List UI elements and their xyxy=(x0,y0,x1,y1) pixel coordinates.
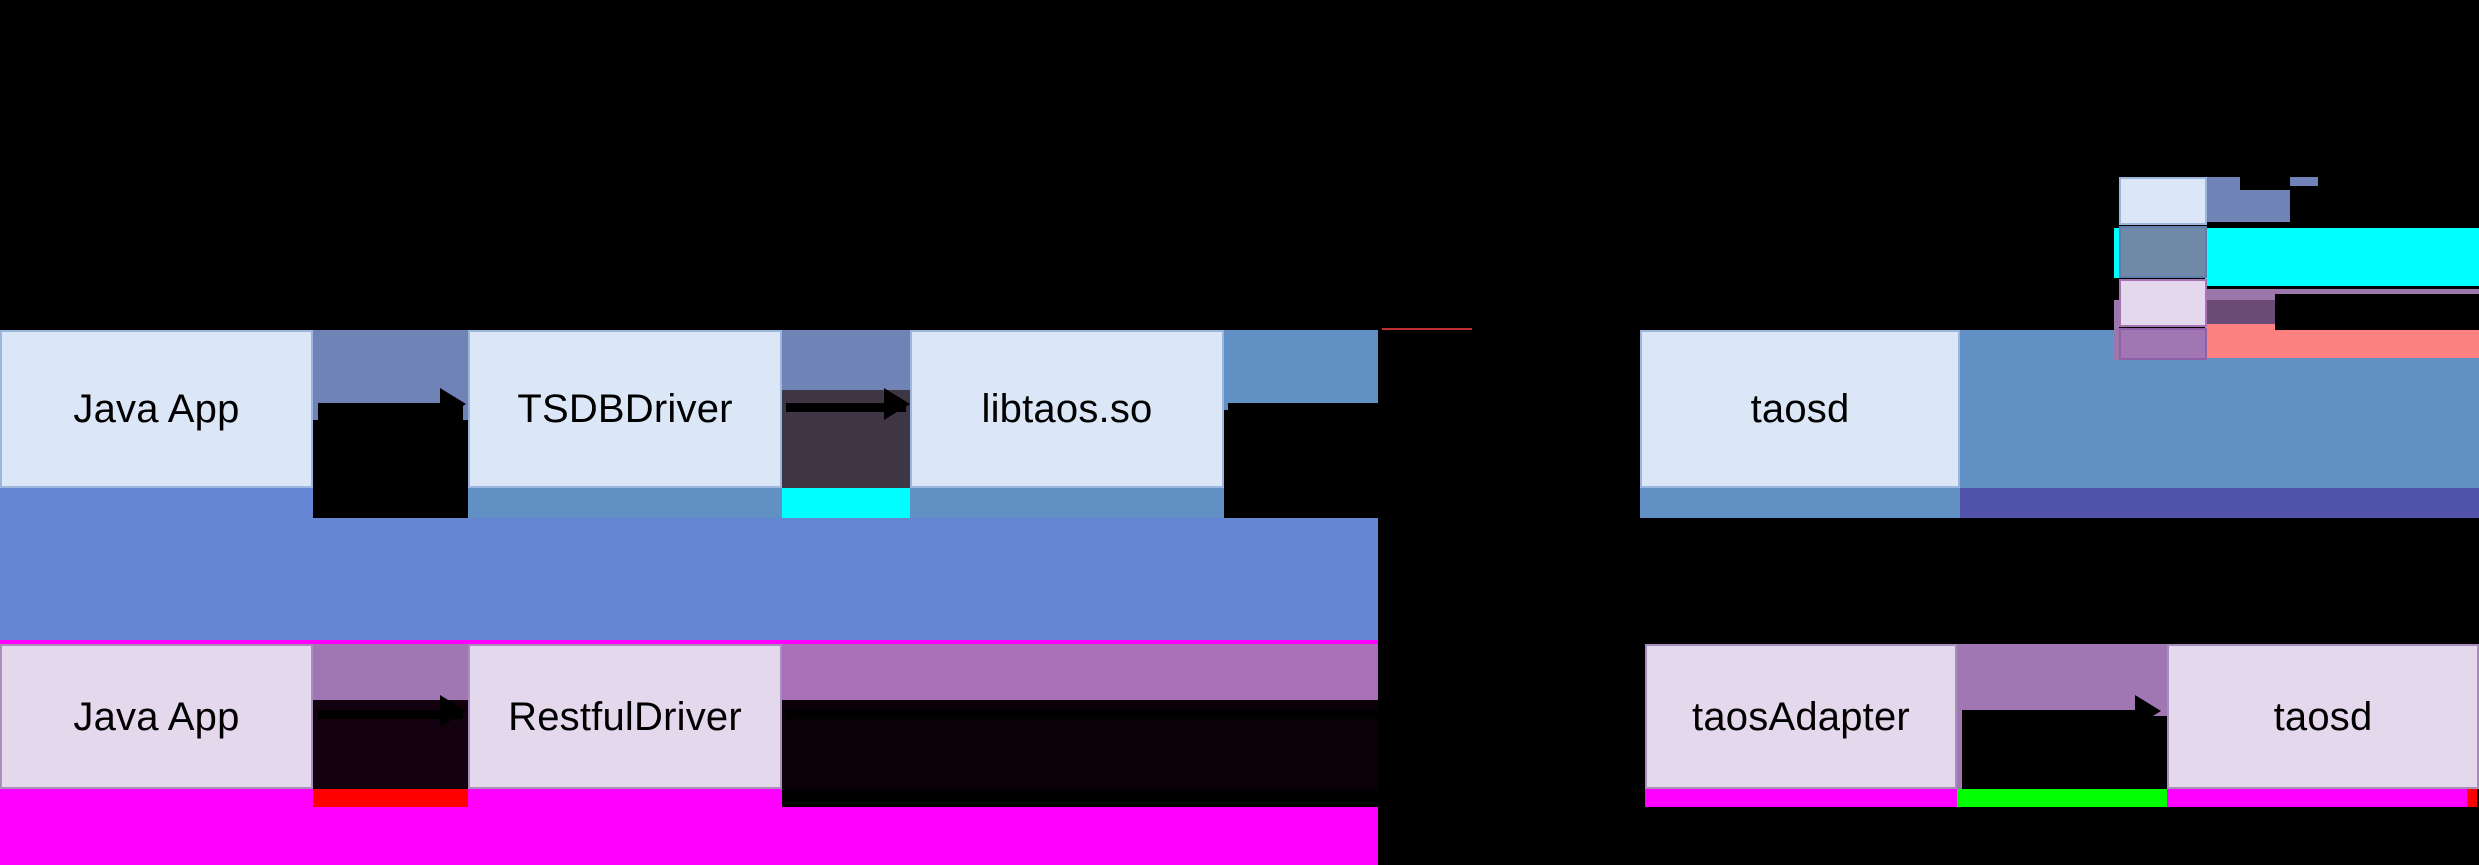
legend-swatch-medium-purple-top xyxy=(2119,328,2207,360)
node-label: Java App xyxy=(73,387,240,431)
glitch-occlusion-mid-right xyxy=(1378,518,2479,642)
glitch-band-red-bottom xyxy=(313,789,468,807)
node-libtaos[interactable]: libtaos.so xyxy=(910,330,1224,488)
node-restful-driver[interactable]: RestfulDriver xyxy=(468,644,782,789)
legend-layer-black-2 xyxy=(2275,294,2479,330)
glitch-band-green-right xyxy=(1957,789,2167,807)
node-tsdb-driver[interactable]: TSDBDriver xyxy=(468,330,782,488)
node-taosd-native[interactable]: taosd xyxy=(1640,330,1960,488)
arrow-head-tsdb-to-libtaos xyxy=(884,388,910,420)
node-label: TSDBDriver xyxy=(517,387,733,431)
arrow-line-adapter-to-taosd xyxy=(1962,710,2152,719)
glitch-band-indigo xyxy=(1960,488,2479,518)
glitch-band-steel-row1b xyxy=(910,488,1224,518)
glitch-band-cyan-small xyxy=(782,488,910,518)
arrow-line-tsdb-to-libtaos xyxy=(786,403,906,412)
node-label: taosd xyxy=(2273,694,2373,739)
legend-left-edge-cyan xyxy=(2114,228,2119,278)
glitch-arrow-block-3 xyxy=(1962,716,2167,789)
glitch-band-magenta-right xyxy=(1645,789,1957,807)
node-label: taosAdapter xyxy=(1692,694,1910,739)
glitch-band-steel-row1c xyxy=(1640,488,1960,518)
glitch-arrow-block-1 xyxy=(318,408,463,518)
legend-layer-black-1 xyxy=(2290,186,2479,226)
glitch-band-red-hairline-mid xyxy=(1382,328,1472,331)
glitch-band-black-bottom xyxy=(782,789,1378,807)
glitch-occlusion-top xyxy=(0,0,2479,328)
glitch-band-magenta-right2 xyxy=(2167,789,2467,807)
glitch-band-steel-row1 xyxy=(468,488,782,518)
legend-swatch-steel-top xyxy=(2119,226,2207,278)
legend-swatch-blue-top xyxy=(2119,177,2207,225)
node-label: RestfulDriver xyxy=(508,694,742,739)
node-java-app-rest[interactable]: Java App xyxy=(0,644,313,789)
legend-left-edge-purple xyxy=(2114,300,2119,360)
legend-layer-black-3 xyxy=(2240,176,2290,190)
glitch-occlusion-bottom-right xyxy=(1378,807,2479,865)
arrow-line-java-to-tsdb xyxy=(318,403,463,412)
glitch-band-magenta-hairline xyxy=(0,640,1378,644)
glitch-band-red-tick-right xyxy=(2467,789,2477,807)
node-java-app-native[interactable]: Java App xyxy=(0,330,313,488)
arrow-line-restful-to-adapter xyxy=(786,710,1636,719)
node-label: Java App xyxy=(73,694,240,739)
legend-layer-glitch-cyan xyxy=(2205,228,2479,286)
arrow-line-javarest-to-restful xyxy=(318,710,463,719)
legend-swatch-light-purple-top xyxy=(2119,279,2207,327)
glitch-occlusion-gap-2 xyxy=(1378,330,1640,518)
node-label: taosd xyxy=(1750,387,1850,431)
arrow-head-javarest-to-restful xyxy=(440,695,466,727)
node-label: libtaos.so xyxy=(981,387,1153,431)
node-taos-adapter[interactable]: taosAdapter xyxy=(1645,644,1957,789)
glitch-band-bluemid xyxy=(0,518,1378,642)
node-taosd-rest[interactable]: taosd xyxy=(2167,644,2479,789)
